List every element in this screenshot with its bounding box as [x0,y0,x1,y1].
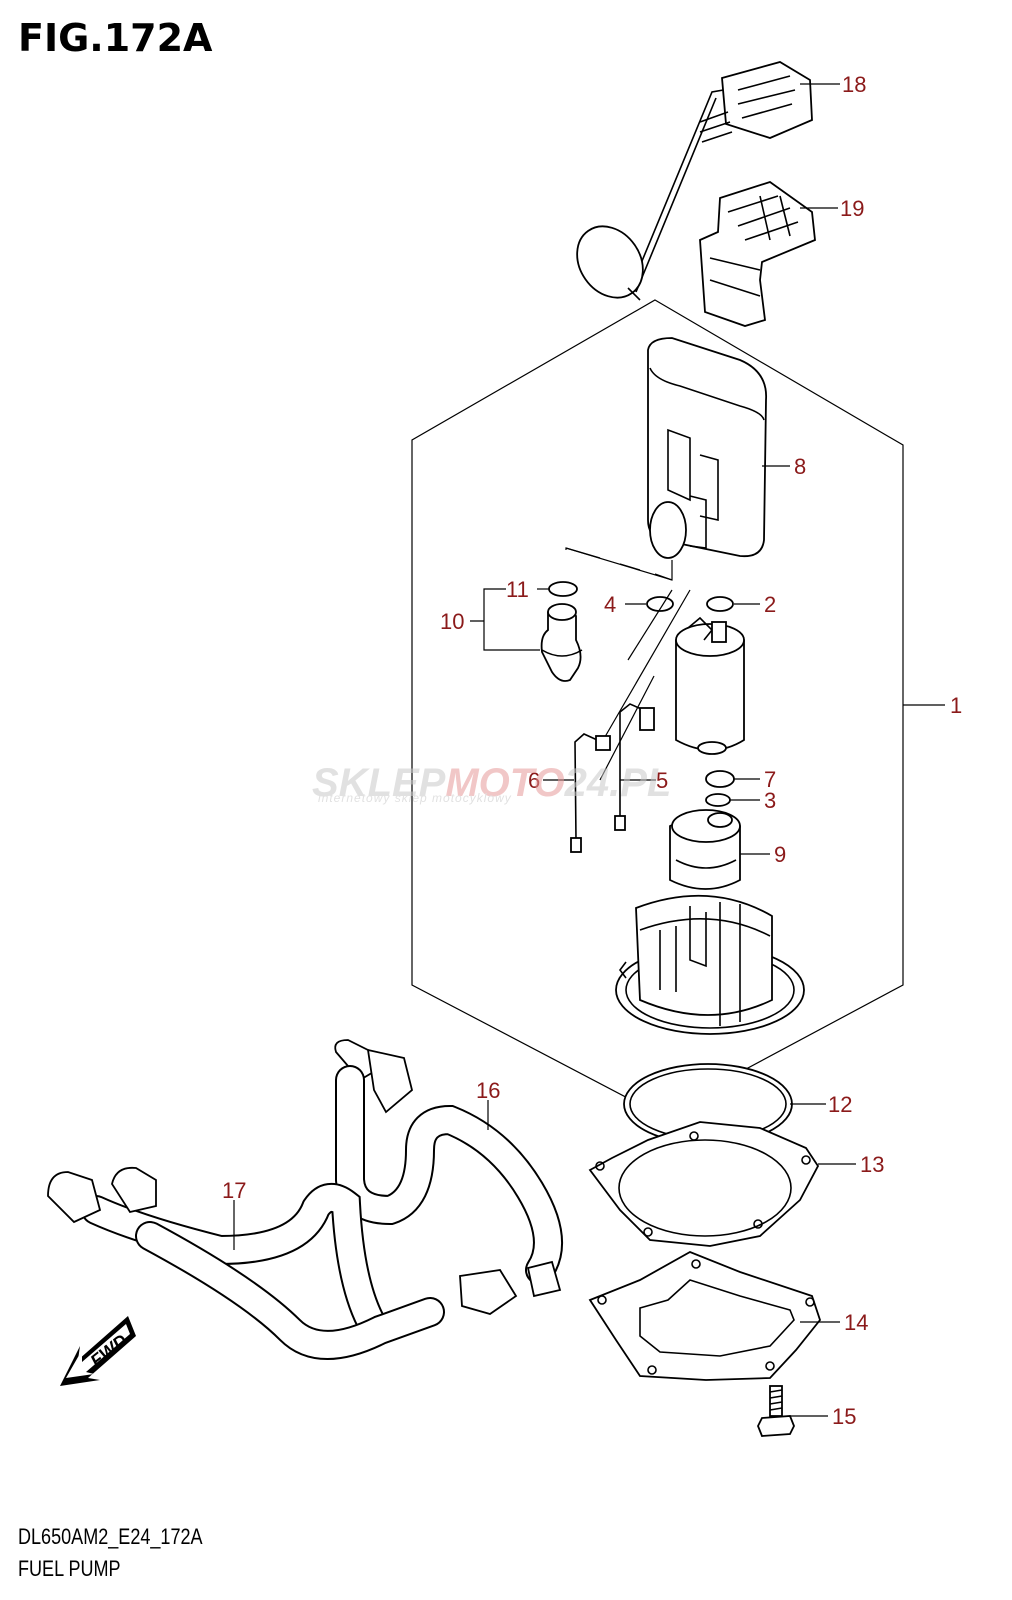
part-17-hose [47,1166,445,1360]
figure-name: FUEL PUMP [18,1556,121,1581]
figure-code: DL650AM2_E24_172A [18,1524,203,1549]
watermark-subtitle: internetowy sklep motocyklowy [318,791,512,805]
callout-4[interactable]: 4 [604,592,616,617]
part-3-o-ring [705,793,731,807]
part-5-wire [614,703,655,831]
part-9-strainer [669,809,741,890]
callout-19[interactable]: 19 [840,196,864,221]
callout-6[interactable]: 6 [528,768,540,793]
callout-5[interactable]: 5 [656,768,668,793]
callout-16[interactable]: 16 [476,1078,500,1103]
callout-2[interactable]: 2 [764,592,776,617]
part-14-gasket-plate [588,1251,822,1381]
fwd-arrow-icon: FWD [60,1316,136,1386]
fuel-pump-motor [675,616,745,755]
part-6-wire [570,733,611,853]
callout-3[interactable]: 3 [764,788,776,813]
callout-18[interactable]: 18 [842,72,866,97]
part-7-o-ring [705,770,735,788]
watermark: SKLEPMOTO24.PL internetowy sklep motocyk… [312,761,671,805]
callout-12[interactable]: 12 [828,1092,852,1117]
figure-title: FIG.172A [18,16,213,60]
callout-1[interactable]: 1 [950,693,962,718]
watermark-brand: SKLEPMOTO24.PL [312,761,671,805]
callout-7[interactable]: 7 [764,767,776,792]
callout-10[interactable]: 10 [440,609,464,634]
part-2-o-ring [706,596,734,612]
part-18-fuel-level-sender [576,61,813,301]
part-10-pressure-regulator [540,603,583,682]
callout-17[interactable]: 17 [222,1178,246,1203]
callout-15[interactable]: 15 [832,1404,856,1429]
callout-13[interactable]: 13 [860,1152,884,1177]
callout-14[interactable]: 14 [844,1310,868,1335]
callout-11[interactable]: 11 [506,577,529,602]
part-8-filter-housing [647,337,767,559]
callout-8[interactable]: 8 [794,454,806,479]
part-16-hose [334,1039,563,1315]
leader-10 [470,588,540,651]
callout-9[interactable]: 9 [774,842,786,867]
part-11-o-ring [548,581,578,597]
part-15-bolt [757,1385,795,1437]
pump-base-reservoir [615,894,805,1035]
part-4-o-ring [646,596,674,612]
part-13-flange [588,1121,820,1247]
part-19-bracket [699,181,816,327]
